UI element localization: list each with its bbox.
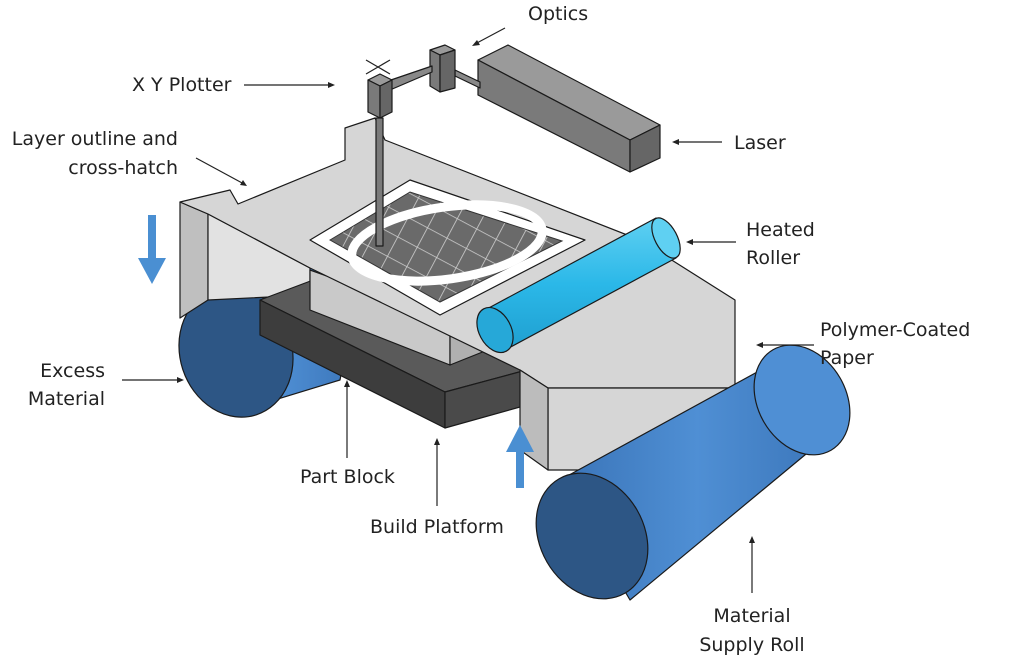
label-laser: Laser — [734, 132, 786, 154]
heated-roller — [476, 217, 681, 354]
label-xy-plotter: X Y Plotter — [132, 74, 232, 96]
label-excess-material-line1: Excess — [40, 360, 105, 382]
label-heated-roller-line1: Heated — [746, 219, 815, 241]
label-layer-outline-line2: cross-hatch — [68, 157, 178, 179]
label-heated-roller-line2: Roller — [746, 247, 800, 269]
label-build-platform: Build Platform — [370, 516, 504, 538]
down-arrow — [138, 215, 166, 284]
laser-optics-assembly — [365, 44, 661, 247]
label-supply-roll-line2: Supply Roll — [699, 634, 804, 656]
leader-lines — [122, 27, 814, 593]
label-excess-material-line2: Material — [28, 388, 105, 410]
leader-arrowheads — [177, 40, 763, 543]
label-polymer-paper-line2: Paper — [820, 347, 874, 369]
label-part-block: Part Block — [300, 466, 395, 488]
up-arrow — [506, 425, 534, 488]
label-layer-outline-line1: Layer outline and — [12, 128, 178, 150]
label-optics: Optics — [528, 3, 588, 25]
label-supply-roll-line1: Material — [713, 605, 790, 627]
material-supply-roll — [535, 344, 851, 601]
label-polymer-paper-line1: Polymer-Coated — [820, 319, 970, 341]
labels: Optics X Y Plotter Layer outline and cro… — [12, 3, 971, 656]
